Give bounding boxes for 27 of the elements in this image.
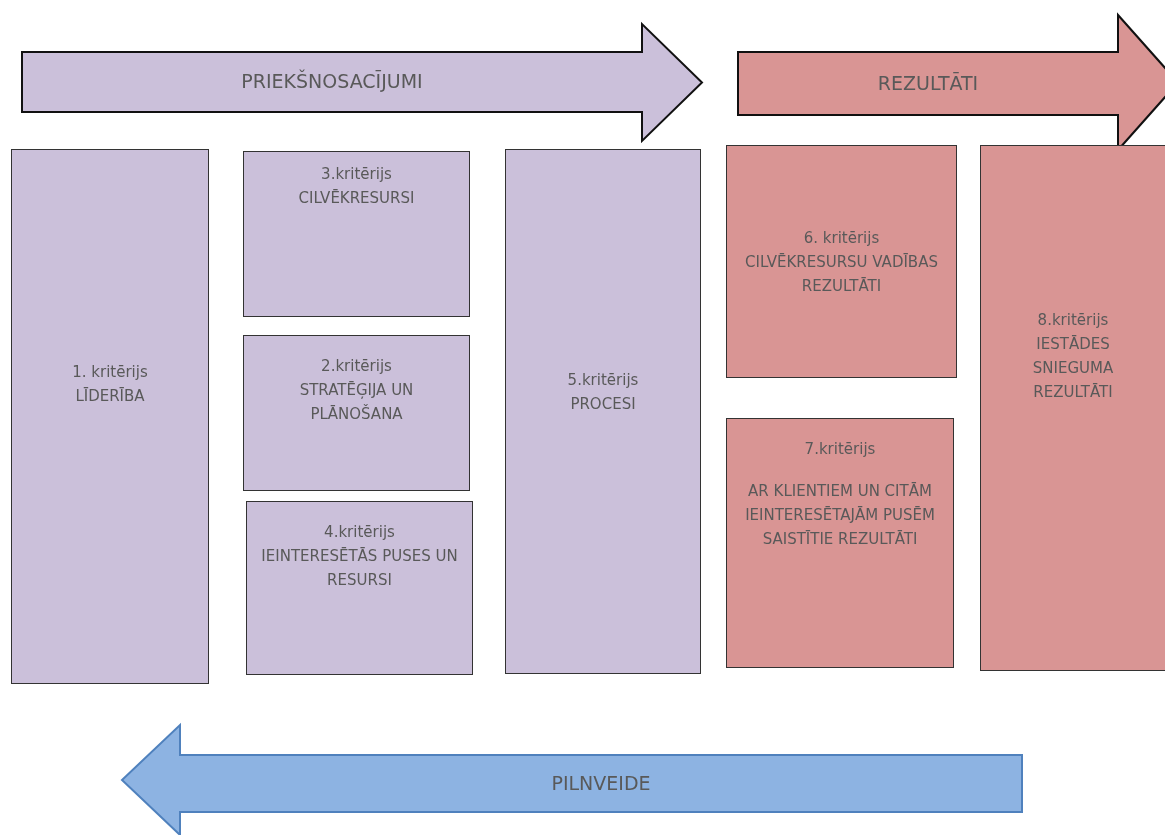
criterion-box xyxy=(505,149,701,674)
criterion-box xyxy=(11,149,209,684)
criterion-number: 1. kritērijs xyxy=(71,362,149,383)
criterion-number: 5.kritērijs xyxy=(566,370,640,391)
criterion-number: 4.kritērijs xyxy=(323,522,396,543)
criterion-number: 3.kritērijs xyxy=(320,164,393,185)
criterion-title: IESTĀDES SNIEGUMA REZULTĀTI xyxy=(1031,334,1115,403)
criterion-box xyxy=(246,501,473,675)
criterion-box xyxy=(243,335,470,491)
criterion-title: IEINTERESĒTĀS PUSES UN RESURSI xyxy=(261,546,458,591)
criterion-title: STRATĒĢIJA UN PLĀNOŠANA xyxy=(298,380,415,425)
criterion-title: CILVĒKRESURSI xyxy=(297,188,416,209)
criterion-title: LĪDERĪBA xyxy=(74,386,146,407)
arrow-label: PRIEKŠNOSACĪJUMI xyxy=(241,70,423,92)
criterion-number: 2.kritērijs xyxy=(320,356,393,377)
criterion-number: 6. kritērijs xyxy=(802,228,881,249)
criterion-number: 8.kritērijs xyxy=(1036,310,1110,331)
criterion-title: PROCESI xyxy=(569,394,637,415)
arrow-label: PILNVEIDE xyxy=(551,771,651,794)
criterion-title: CILVĒKRESURSU VADĪBAS REZULTĀTI xyxy=(744,252,939,297)
arrow-label: REZULTĀTI xyxy=(877,71,979,94)
criterion-box xyxy=(980,145,1165,671)
criterion-box xyxy=(726,145,957,378)
criterion-box xyxy=(726,418,954,668)
criterion-number: 7.kritērijs xyxy=(803,439,877,460)
criterion-box xyxy=(243,151,470,317)
criterion-title: AR KLIENTIEM UN CITĀM IEINTERESĒTAJĀM PUSĒM SAISTĪTIE REZULTĀTI xyxy=(744,481,936,550)
